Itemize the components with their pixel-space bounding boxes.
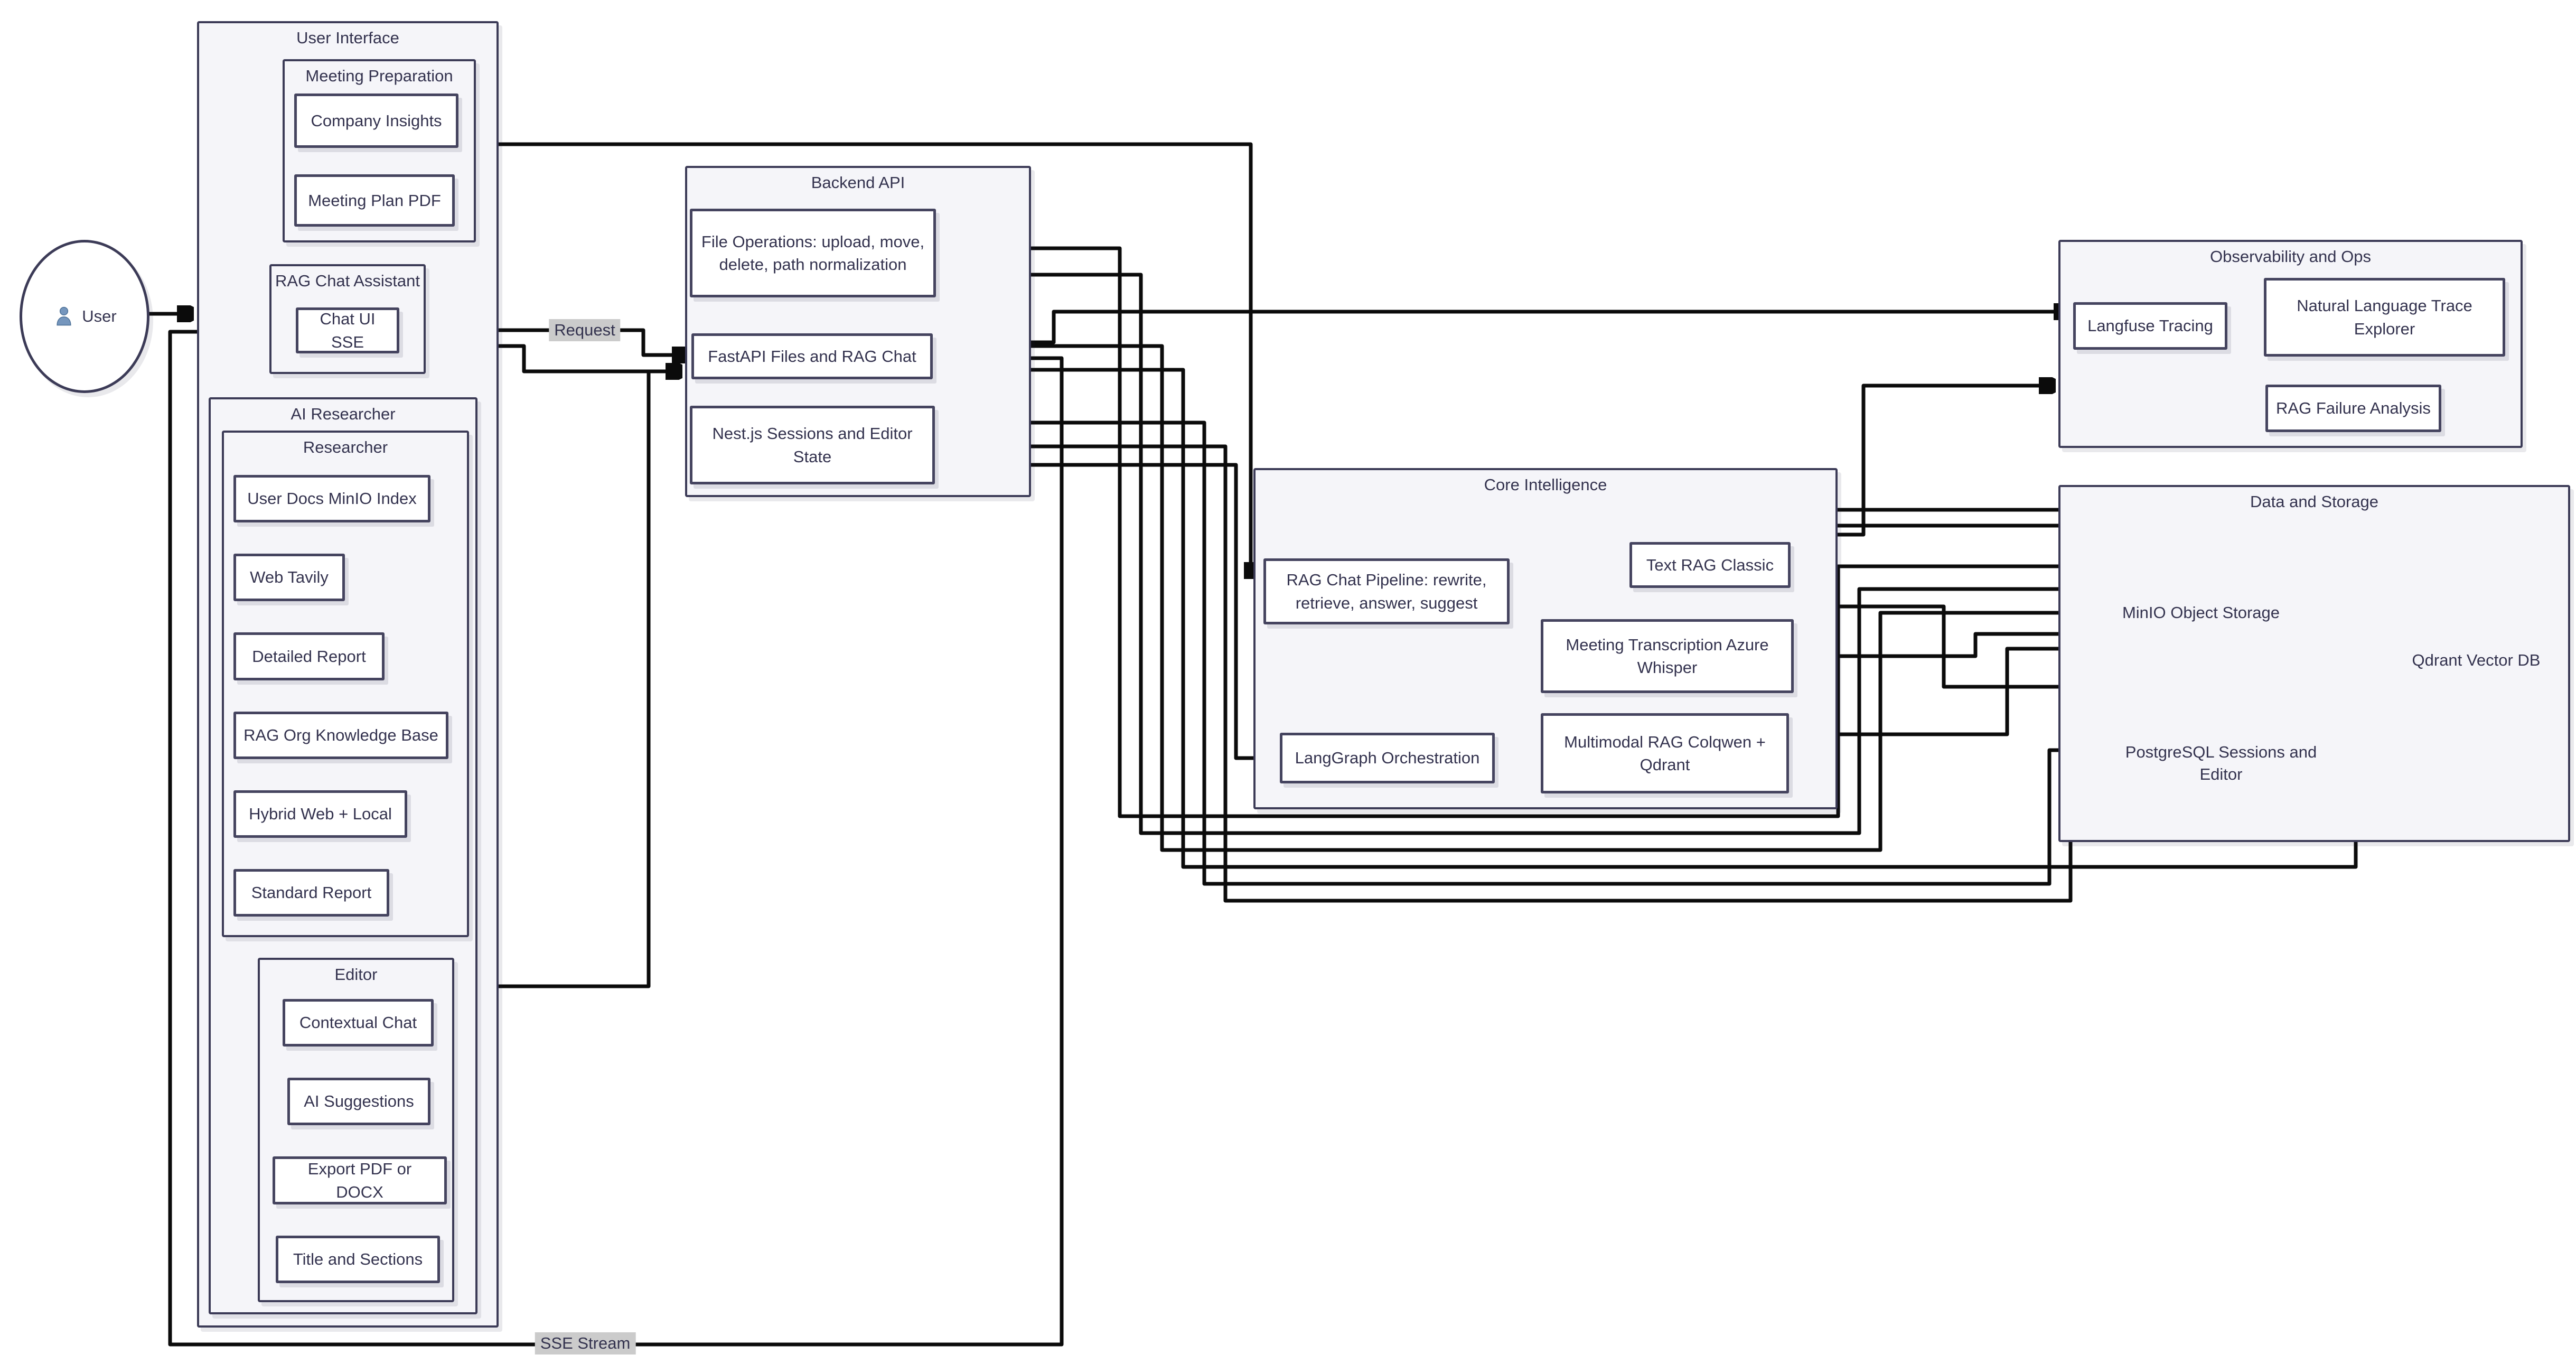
user-label: User — [82, 307, 117, 325]
node-label-file-operations: File Operations: upload, move, delete, p… — [701, 232, 925, 274]
node-rag-failure-analysis: RAG Failure Analysis — [2265, 385, 2441, 432]
node-label-fastapi: FastAPI Files and RAG Chat — [708, 347, 916, 366]
container-title-meeting-preparation: Meeting Preparation — [305, 67, 453, 85]
node-label-user-docs-minio-index: User Docs MinIO Index — [247, 489, 417, 508]
node-label-nl-trace-explorer: Natural Language Trace Explorer — [2297, 296, 2472, 338]
container-title-researcher: Researcher — [303, 438, 388, 456]
node-label-web-tavily: Web Tavily — [250, 568, 329, 587]
container-title-core-intelligence: Core Intelligence — [1484, 475, 1607, 494]
node-label-export-pdf-docx: Export PDF or DOCX — [307, 1160, 412, 1201]
node-langfuse: Langfuse Tracing — [2073, 302, 2227, 350]
edge-fastapi-to-langfuse — [933, 312, 2069, 344]
node-label-ai-suggestions: AI Suggestions — [304, 1092, 414, 1111]
node-label-contextual-chat: Contextual Chat — [299, 1013, 417, 1032]
node-title-and-sections: Title and Sections — [276, 1236, 440, 1283]
edge-label-request: Request — [549, 319, 621, 341]
edge-request — [399, 328, 687, 355]
node-label-meeting-plan-pdf: Meeting Plan PDF — [308, 191, 441, 210]
node-label-qdrant: Qdrant Vector DB — [2412, 651, 2541, 670]
node-fastapi: FastAPI Files and RAG Chat — [691, 333, 933, 379]
user-actor: User — [20, 240, 149, 393]
node-file-operations: File Operations: upload, move, delete, p… — [690, 209, 936, 297]
node-chat-ui-sse: Chat UI SSE — [296, 307, 399, 353]
node-label-standard-report: Standard Report — [251, 883, 372, 902]
node-label-chat-ui-sse: Chat UI SSE — [320, 310, 376, 351]
node-multimodal-rag: Multimodal RAG Colqwen + Qdrant — [1541, 713, 1789, 793]
person-icon — [57, 306, 71, 326]
node-minio-label: MinIO Object Storage — [2107, 586, 2294, 639]
edge-fileops-to-minio-1 — [936, 246, 2102, 818]
node-label-langgraph: LangGraph Orchestration — [1295, 749, 1480, 768]
node-label-title-and-sections: Title and Sections — [293, 1250, 423, 1269]
node-label-nestjs: Nest.js Sessions and Editor State — [712, 424, 913, 466]
container-title-editor: Editor — [334, 965, 378, 984]
node-rag-org-knowledge-base: RAG Org Knowledge Base — [233, 712, 448, 759]
node-nestjs: Nest.js Sessions and Editor State — [690, 406, 935, 484]
node-export-pdf-docx: Export PDF or DOCX — [273, 1156, 447, 1204]
edge-fastapi-to-minio — [933, 344, 2102, 852]
edge-meetingtranscription-to-minio — [1794, 634, 2102, 658]
node-label-company-insights: Company Insights — [311, 111, 442, 130]
node-label-rag-chat-pipeline: RAG Chat Pipeline: rewrite, retrieve, an… — [1286, 571, 1487, 612]
node-detailed-report: Detailed Report — [233, 632, 385, 680]
edge-ui-to-backend — [494, 344, 681, 371]
node-ai-suggestions: AI Suggestions — [287, 1078, 430, 1125]
edge-nestjs-to-postgresql-1 — [935, 421, 2097, 886]
container-title-data-storage: Data and Storage — [2250, 492, 2378, 511]
node-nl-trace-explorer: Natural Language Trace Explorer — [2264, 278, 2505, 357]
edge-label-sse-stream-text: SSE Stream — [540, 1334, 631, 1352]
container-title-observability: Observability and Ops — [2210, 247, 2371, 266]
node-user-docs-minio-index: User Docs MinIO Index — [233, 475, 430, 522]
edge-label-sse-stream: SSE Stream — [535, 1332, 636, 1354]
node-label-text-rag-classic: Text RAG Classic — [1646, 555, 1774, 574]
node-label-detailed-report: Detailed Report — [252, 647, 366, 666]
node-label-multimodal-rag: Multimodal RAG Colqwen + Qdrant — [1564, 732, 1766, 774]
node-standard-report: Standard Report — [233, 869, 389, 917]
container-title-user-interface: User Interface — [296, 29, 399, 47]
node-label-minio: MinIO Object Storage — [2122, 603, 2280, 622]
node-contextual-chat: Contextual Chat — [283, 999, 434, 1047]
node-meeting-transcription: Meeting Transcription Azure Whisper — [1541, 619, 1794, 693]
node-langgraph: LangGraph Orchestration — [1280, 733, 1495, 783]
node-label-meeting-transcription: Meeting Transcription Azure Whisper — [1566, 635, 1769, 677]
node-hybrid-web-local: Hybrid Web + Local — [233, 790, 407, 838]
node-text-rag-classic: Text RAG Classic — [1629, 542, 1791, 588]
node-postgresql-label: PostgreSQL Sessions and Editor — [2110, 729, 2332, 798]
edge-fileops-to-minio-2 — [936, 273, 2102, 835]
edge-editor-to-backend-join — [450, 371, 651, 988]
node-label-postgresql: PostgreSQL Sessions and Editor — [2125, 743, 2317, 783]
node-rag-chat-pipeline: RAG Chat Pipeline: rewrite, retrieve, an… — [1263, 558, 1510, 624]
container-data-storage: Data and Storage — [2058, 485, 2570, 842]
node-label-langfuse: Langfuse Tracing — [2087, 316, 2213, 335]
node-label-rag-failure-analysis: RAG Failure Analysis — [2276, 399, 2431, 418]
container-title-ai-researcher: AI Researcher — [291, 405, 396, 423]
node-meeting-plan-pdf: Meeting Plan PDF — [294, 174, 455, 227]
node-label-rag-org-knowledge-base: RAG Org Knowledge Base — [243, 726, 438, 745]
node-company-insights: Company Insights — [294, 94, 458, 148]
node-qdrant-label: Qdrant Vector DB — [2402, 634, 2551, 687]
container-title-rag-chat-assistant: RAG Chat Assistant — [275, 272, 420, 290]
edge-multimodal-to-minio — [1789, 649, 2102, 736]
container-title-backend-api: Backend API — [811, 173, 905, 192]
node-label-hybrid-web-local: Hybrid Web + Local — [249, 805, 392, 824]
node-web-tavily: Web Tavily — [233, 554, 345, 601]
edge-label-request-text: Request — [554, 321, 615, 339]
